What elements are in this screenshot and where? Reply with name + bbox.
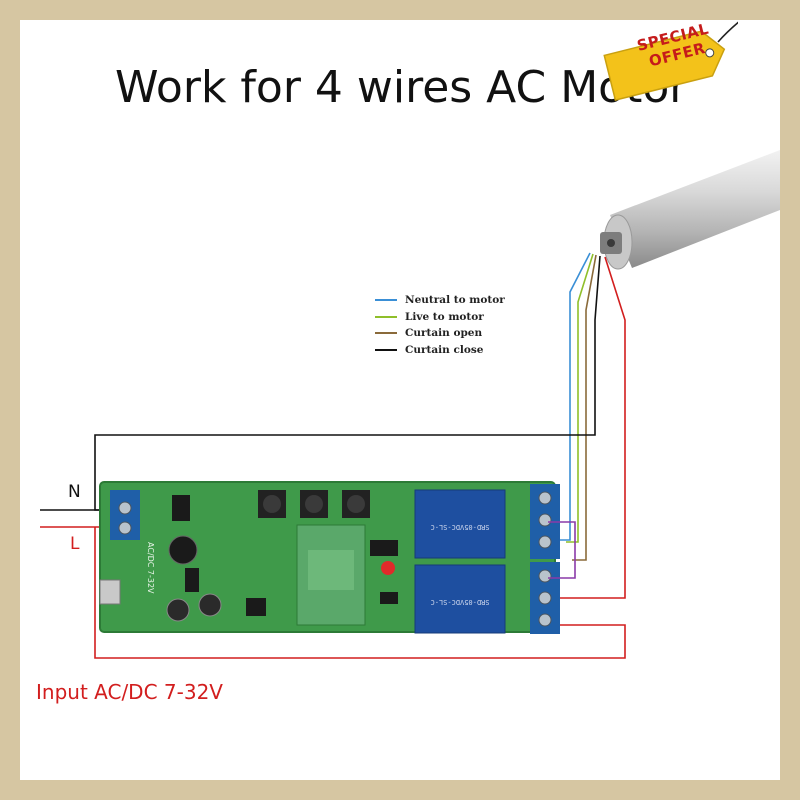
jumper-wire: [548, 521, 576, 579]
input-voltage-label: Input AC/DC 7-32V: [36, 680, 223, 704]
wire-legend: Neutral to motor Live to motor Curtain o…: [375, 292, 505, 358]
legend-line-open: [375, 332, 397, 334]
tactile-buttons: [258, 490, 370, 518]
legend-item-neutral: Neutral to motor: [375, 292, 505, 309]
legend-line-close: [375, 348, 397, 351]
red-motor-wire: [560, 256, 626, 599]
relay-2-label: SRD-05VDC-SL-C: [430, 598, 489, 606]
relay-2: [414, 564, 506, 634]
legend-item-open: Curtain open: [375, 325, 505, 342]
legend-item-close: Curtain close: [375, 342, 505, 359]
close-motor-wire: [94, 255, 601, 511]
legend-label: Curtain open: [405, 327, 483, 339]
legend-label: Neutral to motor: [405, 294, 505, 306]
wiring-diagram-canvas: Work for 4 wires AC Motor: [20, 20, 780, 780]
neutral-wire-label: N: [68, 482, 81, 502]
open-motor-wire: [572, 254, 597, 561]
power-rating-label: AC/DC 7-32V: [146, 542, 155, 594]
legend-line-live: [375, 315, 397, 318]
capacitor: [168, 535, 198, 565]
wiring-diagram: SRD-05VDC-SL-C SRD-05VDC-SL-C AC/DC 7-32…: [40, 150, 780, 659]
legend-label: Live to motor: [405, 310, 484, 323]
legend-label: Curtain close: [405, 343, 484, 356]
curtain-motor: [600, 150, 780, 270]
input-loop-wire: [94, 527, 626, 659]
usb-port: [99, 579, 121, 605]
legend-item-live: Live to motor: [375, 309, 505, 326]
live-motor-wire: [566, 253, 594, 543]
live-wire-label: L: [70, 534, 80, 554]
relay-1-label: SRD-05VDC-SL-C: [430, 523, 489, 531]
controller-board: SRD-05VDC-SL-C SRD-05VDC-SL-C AC/DC 7-32…: [99, 481, 576, 634]
relay-1: [414, 489, 506, 559]
legend-line-neutral: [375, 299, 397, 301]
diagram-title: Work for 4 wires AC Motor: [115, 62, 688, 113]
special-offer-badge: [603, 21, 738, 101]
